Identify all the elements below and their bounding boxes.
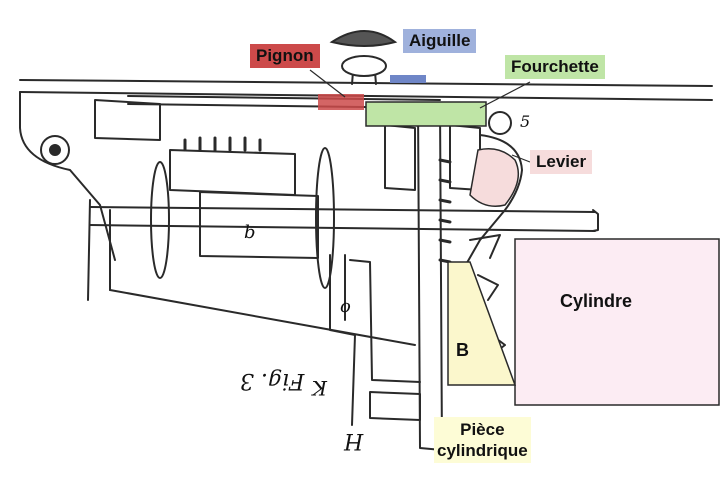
handwritten-fig: Fig. 3 xyxy=(240,368,305,393)
label-cylindre: Cylindre xyxy=(560,291,633,311)
needle-highlight xyxy=(390,75,426,83)
piece-b xyxy=(447,261,517,386)
knob xyxy=(329,30,398,77)
label-levier: Levier xyxy=(530,150,593,174)
link-rod xyxy=(349,259,421,383)
leader-levier xyxy=(511,154,531,163)
handwritten-h: H xyxy=(344,428,364,453)
label-fourchette: Fourchette xyxy=(505,55,605,79)
gear-teeth xyxy=(183,136,262,152)
handwritten-b: b xyxy=(244,222,256,243)
label-piece-cylindrique: Pièce cylindrique xyxy=(434,417,531,463)
lever-highlight xyxy=(469,148,520,207)
left-disc xyxy=(150,161,170,279)
left-frame-lower xyxy=(87,199,111,301)
pivot-mount xyxy=(40,135,70,165)
cylinder-block xyxy=(514,238,720,406)
fork-highlight xyxy=(365,101,487,127)
shaft-end xyxy=(592,209,599,232)
gear-plate xyxy=(417,103,443,451)
right-disc xyxy=(315,147,335,289)
hub-block xyxy=(199,191,319,259)
label-piece-line2: cylindrique xyxy=(437,441,528,460)
plate-teeth xyxy=(438,158,452,264)
label-piece-line1: Pièce xyxy=(460,420,505,439)
leader-pignon xyxy=(309,69,346,98)
diagonal-line xyxy=(109,289,416,346)
base-link xyxy=(369,391,421,421)
leader-fourchette xyxy=(479,81,531,109)
top-frame xyxy=(19,79,713,101)
fork-bracket xyxy=(384,124,481,191)
lever-arm xyxy=(459,134,523,276)
gear-block xyxy=(169,149,296,196)
pinion-highlight xyxy=(318,94,364,110)
lever-pivot xyxy=(488,111,512,135)
handwritten-o: o xyxy=(340,296,351,317)
label-pignon: Pignon xyxy=(250,44,320,68)
label-aiguille: Aiguille xyxy=(403,29,477,53)
main-shaft xyxy=(89,206,596,232)
label-piece-letter: B xyxy=(456,340,469,360)
vertical-rod-o xyxy=(329,254,356,426)
handwritten-5: 5 xyxy=(520,112,531,131)
handwritten-k: K xyxy=(312,376,327,400)
left-bracket xyxy=(19,91,116,261)
left-mount xyxy=(94,99,161,141)
